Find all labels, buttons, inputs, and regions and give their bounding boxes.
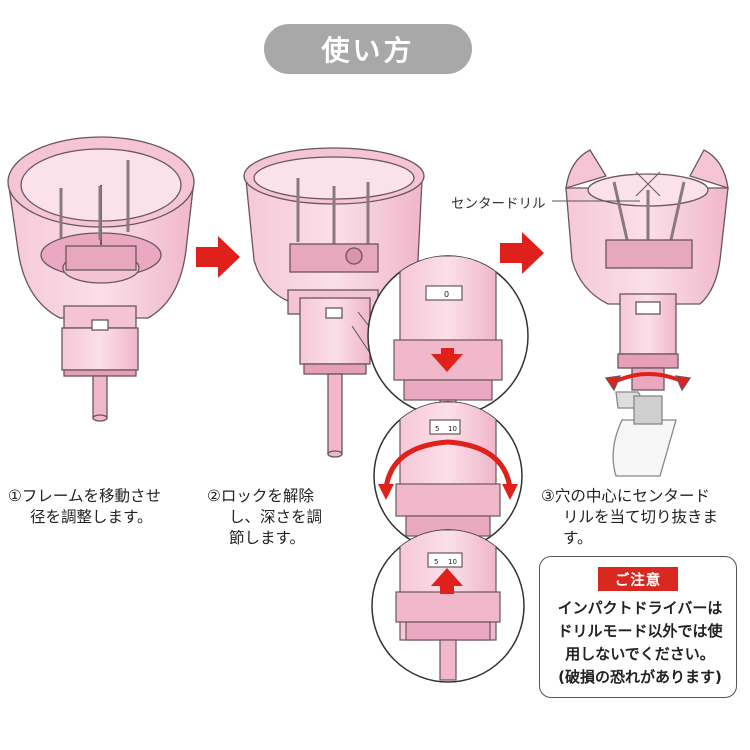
step-3-line-3: す。 [563,529,593,547]
caution-badge: ご注意 [598,567,678,591]
step-3-number: ③ [541,487,555,505]
zoom-circle-lock: 0 [367,255,529,417]
step-3-line-1: 穴の中心にセンタード [554,487,710,505]
step-1-number: ① [8,487,22,505]
step-2-line-1: ロックを解除 [220,487,314,505]
caution-line-3: 用しないでください。 [565,645,715,663]
caution-line-2: ドリルモード以外では使 [557,622,723,640]
caution-line-1: インパクトドライバーは [557,599,723,617]
holesaw-illustration-2 [243,147,425,458]
caution-line-4: (破損の恐れがあります) [558,668,722,686]
step-2-line-3: 節します。 [229,529,305,547]
next-step-arrow-2 [500,232,544,274]
caution-text: インパクトドライバーは ドリルモード以外では使 用しないでください。 (破損の恐… [548,597,732,689]
holesaw-illustration-1 [7,136,195,422]
caution-notice: ご注意 インパクトドライバーは ドリルモード以外では使 用しないでください。 (… [539,556,737,698]
center-drill-callout: センタードリル [451,196,546,212]
page-title: 使い方 [264,24,472,74]
zoom-circle-adjust: 5 10 [373,401,523,551]
step-3-instruction: ③穴の中心にセンタード リルを当て切り抜きま す。 [541,486,741,549]
step-2-number: ② [207,487,221,505]
holesaw-illustration-3 [565,149,729,477]
zoom-circle-lock-again: 5 10 [371,529,525,683]
dial-label-mid-left: 5 [435,425,439,433]
step-1-line-2: 径を調整します。 [30,508,153,526]
dial-label-bot-left: 5 [434,558,438,566]
step-2-line-2: し、深さを調 [229,508,323,526]
next-step-arrow-1 [196,236,240,278]
dial-label-mid-right: 10 [448,425,457,433]
dial-label-top: 0 [444,290,449,299]
step-2-instruction: ②ロックを解除 し、深さを調 節します。 [207,486,342,549]
step-3-line-2: リルを当て切り抜きま [563,508,719,526]
step-1-line-1: フレームを移動させ [21,487,161,505]
dial-label-bot-right: 10 [448,558,457,566]
step-1-instruction: ①フレームを移動させ 径を調整します。 [8,486,193,528]
